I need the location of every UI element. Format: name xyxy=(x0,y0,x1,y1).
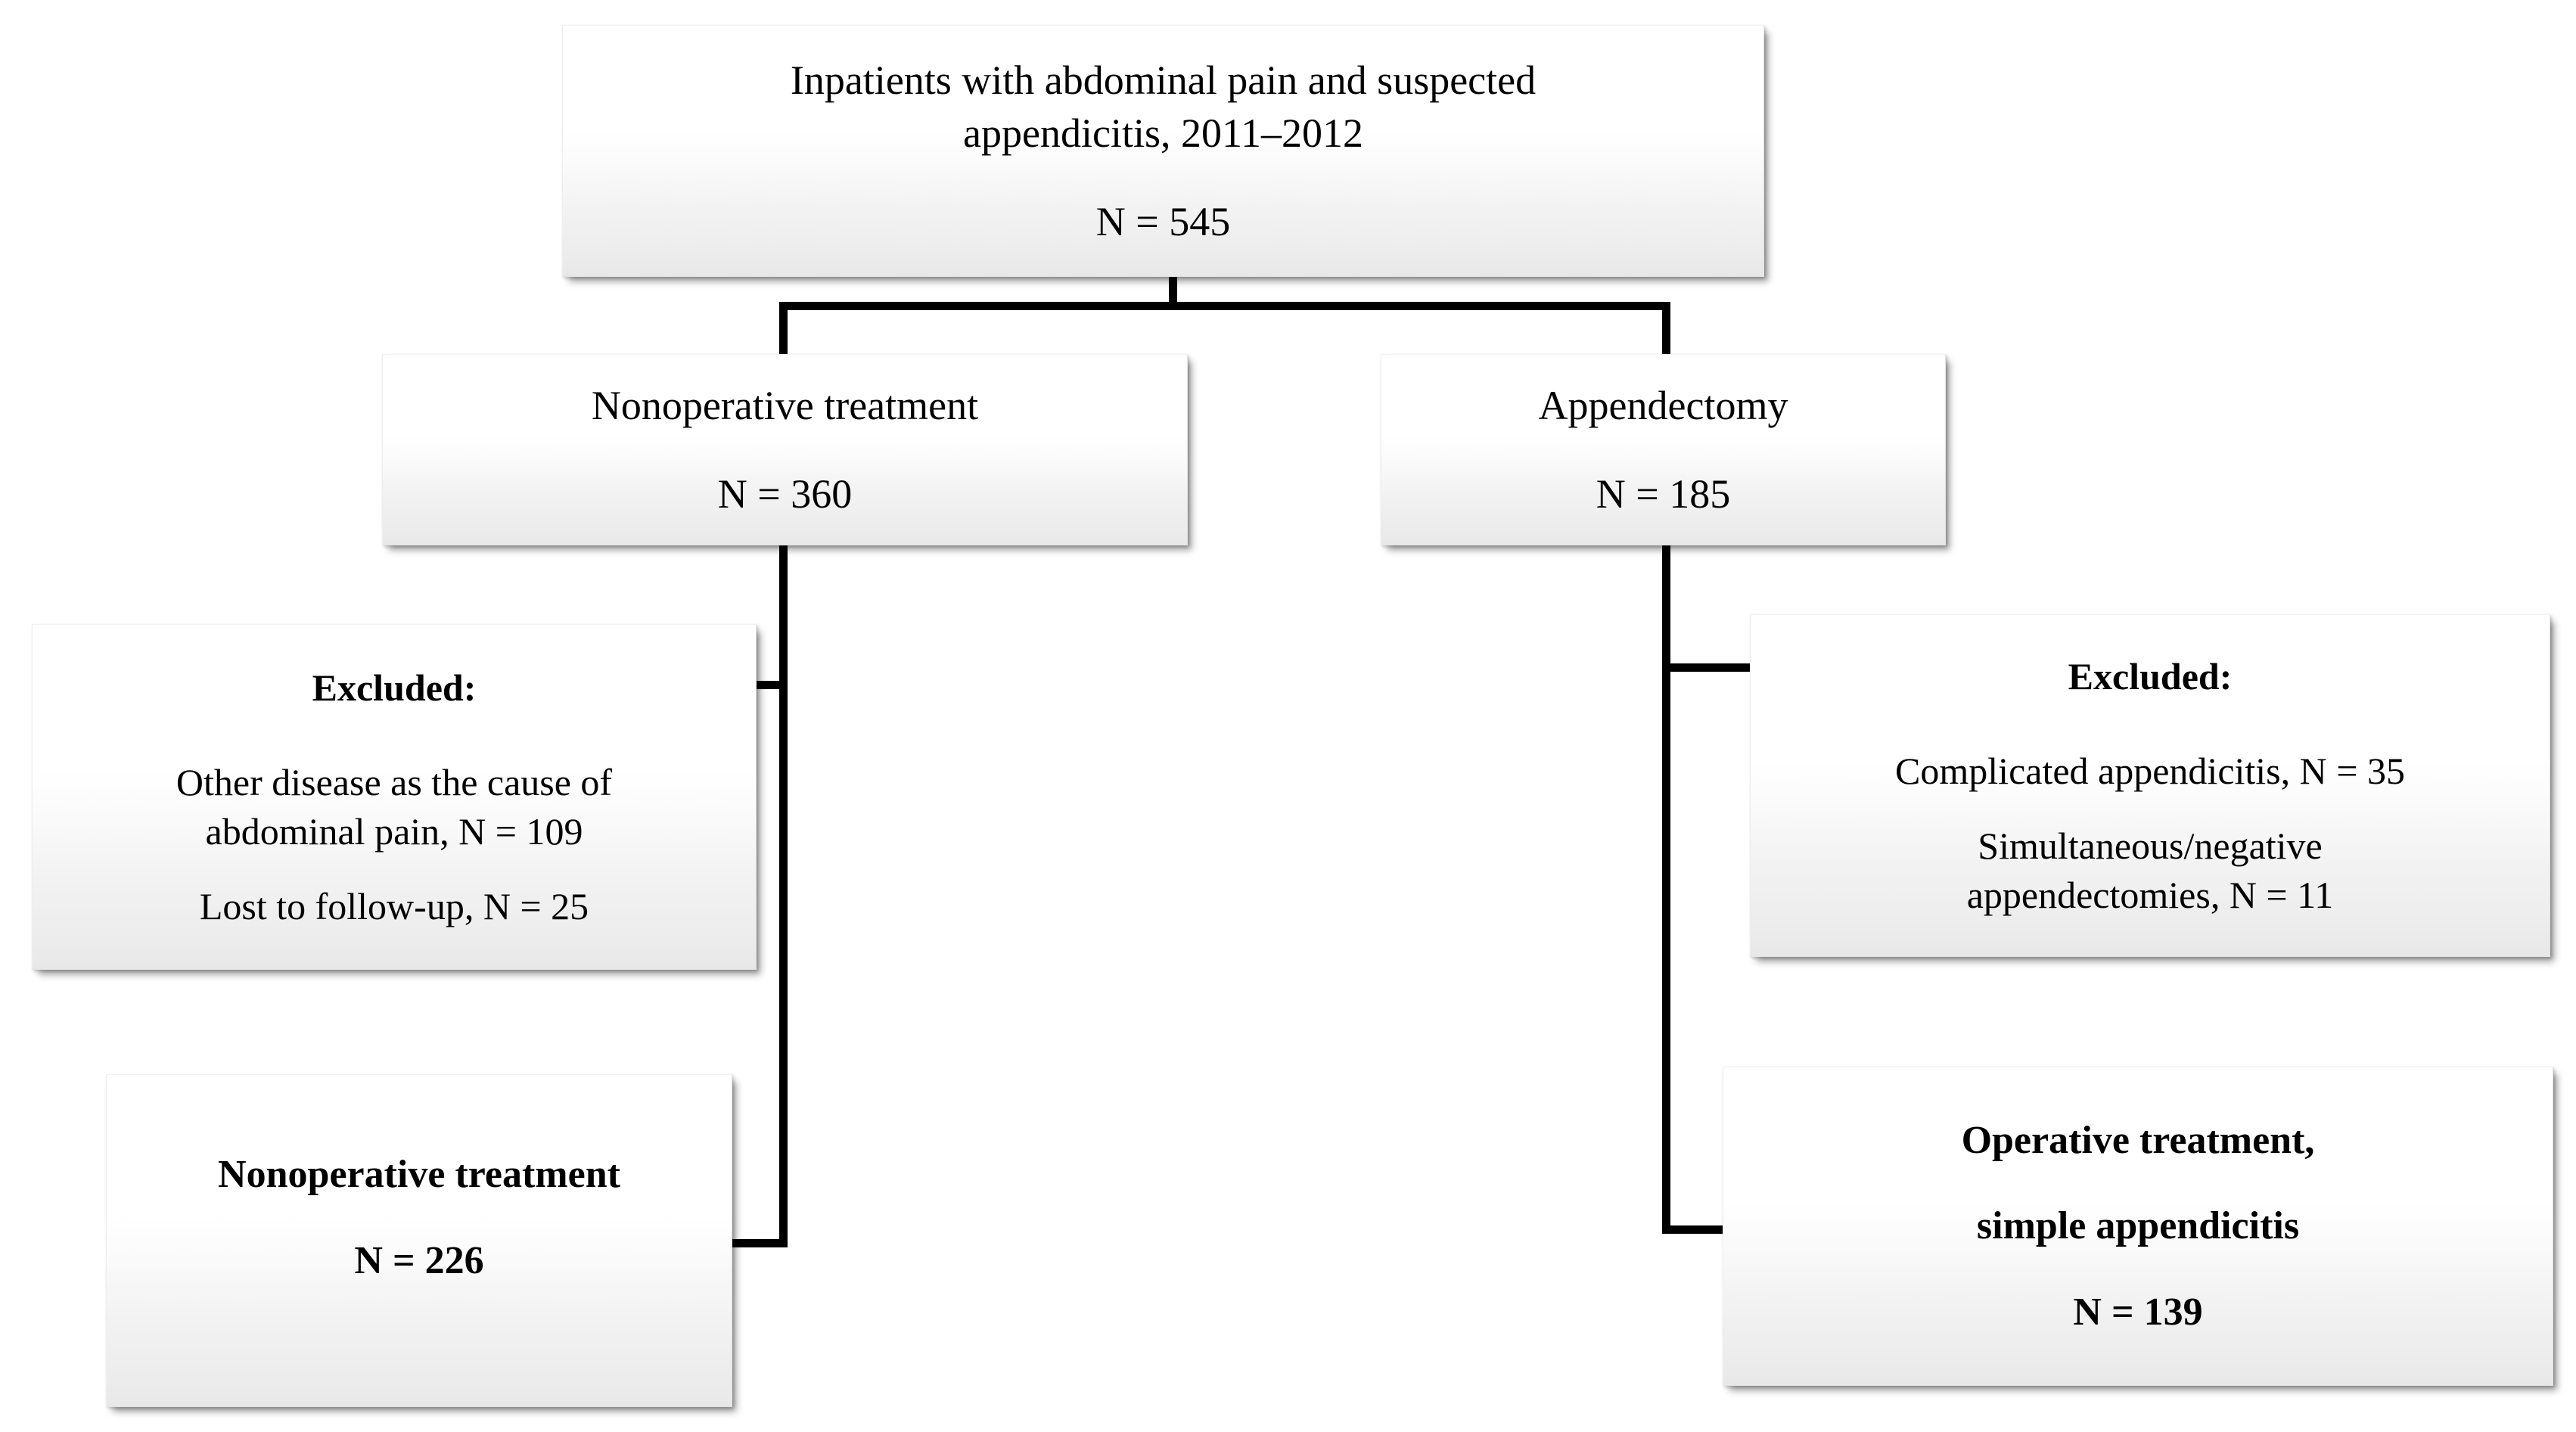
connector-left-branch-down xyxy=(779,302,788,355)
node-appendectomy[interactable]: Appendectomy N = 185 xyxy=(1381,354,1946,545)
node-outcome-left-label: Nonoperative treatment xyxy=(218,1153,620,1197)
node-outcome-operative[interactable]: Operative treatment, simple appendicitis… xyxy=(1723,1067,2553,1386)
node-excluded-right-line3: appendectomies, N = 11 xyxy=(1966,873,2334,916)
node-appendectomy-label: Appendectomy xyxy=(1538,383,1788,429)
node-outcome-right-line2: simple appendicitis xyxy=(1976,1204,2300,1248)
connector-right-excluded-stub xyxy=(1667,663,1754,672)
node-excluded-right-heading: Excluded: xyxy=(2068,654,2233,697)
connector-right-outcome-stub xyxy=(1667,1225,1731,1234)
node-excluded-right-line1: Complicated appendicitis, N = 35 xyxy=(1895,749,2405,792)
connector-right-spine xyxy=(1662,544,1670,1234)
node-excluded-appendectomy[interactable]: Excluded: Complicated appendicitis, N = … xyxy=(1750,614,2550,957)
connector-root-stem xyxy=(1169,275,1177,310)
node-root-count: N = 545 xyxy=(1095,198,1231,244)
node-outcome-right-count: N = 139 xyxy=(2073,1290,2203,1334)
node-excluded-left-heading: Excluded: xyxy=(312,666,477,709)
node-nonoperative-label: Nonoperative treatment xyxy=(591,383,979,429)
connector-right-branch-down xyxy=(1662,302,1670,355)
node-excluded-left-line2: abdominal pain, N = 109 xyxy=(205,809,583,853)
node-root-line1: Inpatients with abdominal pain and suspe… xyxy=(790,57,1537,104)
node-outcome-right-line1: Operative treatment, xyxy=(1961,1118,2315,1162)
node-outcome-nonoperative[interactable]: Nonoperative treatment N = 226 xyxy=(106,1074,732,1407)
node-root[interactable]: Inpatients with abdominal pain and suspe… xyxy=(562,25,1764,277)
connector-left-spine xyxy=(779,544,788,1247)
node-nonoperative-treatment[interactable]: Nonoperative treatment N = 360 xyxy=(382,354,1188,545)
node-excluded-right-line2: Simultaneous/negative xyxy=(1978,824,2323,867)
connector-left-outcome-stub xyxy=(726,1239,787,1247)
node-excluded-left-line1: Other disease as the cause of xyxy=(176,760,613,803)
node-appendectomy-count: N = 185 xyxy=(1596,471,1731,517)
connector-split-bar xyxy=(779,302,1670,310)
node-nonoperative-count: N = 360 xyxy=(717,471,853,517)
node-excluded-nonoperative[interactable]: Excluded: Other disease as the cause of … xyxy=(32,624,757,970)
node-root-line2: appendicitis, 2011–2012 xyxy=(963,110,1363,157)
node-excluded-left-line3: Lost to follow-up, N = 25 xyxy=(199,884,589,927)
node-outcome-left-count: N = 226 xyxy=(354,1239,484,1282)
